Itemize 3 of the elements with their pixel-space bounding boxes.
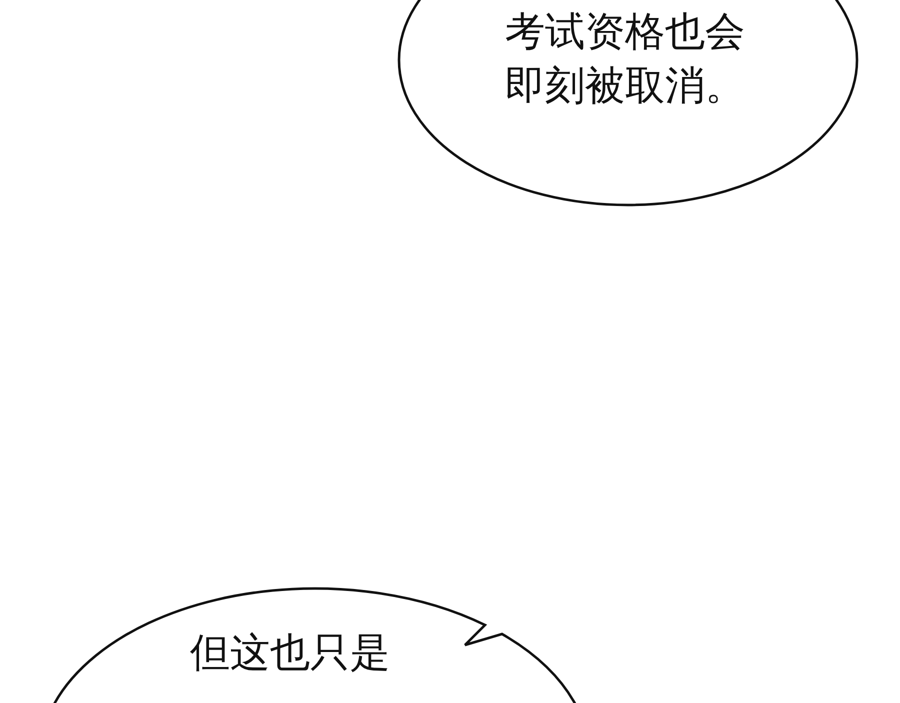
speech-bubble [397,0,859,207]
speech-text: 但这也只是 [190,629,391,678]
speech-text: 考试资格也会即刻被取消。 [505,8,746,111]
